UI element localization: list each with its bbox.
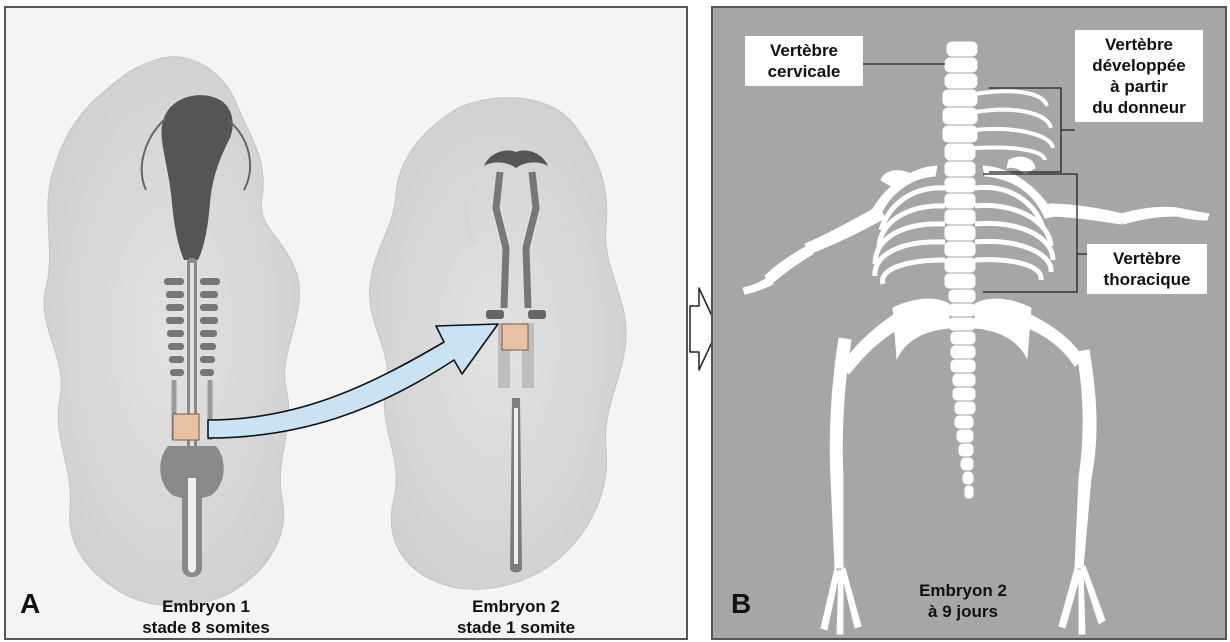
label-donor-vertebra: Vertèbre développée à partir du donneur: [1075, 30, 1203, 122]
right-tibia: [1077, 350, 1096, 478]
left-wing-humerus: [805, 206, 885, 254]
left-tarsus: [831, 478, 843, 568]
right-wing-forearm: [1121, 207, 1177, 224]
embryo-2-somite-left: [486, 310, 504, 319]
right-toes: [1059, 566, 1105, 634]
thoracic-vertebrae: [945, 162, 975, 288]
lumbar-vertebrae: [949, 290, 975, 498]
embryo-2-blastoderm: [370, 98, 627, 590]
embryo-1-caption: Embryon 1 stade 8 somites: [96, 596, 316, 638]
panel-b-letter: B: [731, 588, 751, 620]
label-cervical-vertebra: Vertèbre cervicale: [745, 36, 863, 86]
cervical-vertebrae: [943, 42, 977, 160]
left-wing-forearm: [765, 246, 813, 284]
left-toes: [821, 568, 861, 634]
right-femur: [1023, 314, 1083, 366]
label-thoracic-vertebra: Vertèbre thoracique: [1087, 244, 1207, 294]
right-wing-humerus: [1047, 204, 1123, 224]
panel-b-skeleton-result: Vertèbre cervicale Vertèbre développée à…: [711, 6, 1227, 640]
chick-skeleton: [743, 42, 1209, 634]
embryo-2-somite-right: [528, 310, 546, 319]
donor-graft-square: [173, 414, 199, 440]
embryo-1-streak: [188, 478, 196, 573]
recipient-graft-square: [502, 324, 528, 350]
left-tibia: [830, 338, 851, 478]
embryo-2-caption: Embryon 2 stade 1 somite: [406, 596, 626, 638]
panel-a-drawing: [6, 8, 690, 642]
panel-b-caption: Embryon 2 à 9 jours: [873, 580, 1053, 622]
donor-derived-ribs: [975, 91, 1053, 160]
right-wing-hand: [1177, 208, 1209, 220]
panel-a-graft-experiment: A Embryon 1 stade 8 somites Embryon 2 st…: [4, 6, 688, 640]
left-wing-hand: [743, 278, 773, 294]
embryo-2-streak-groove: [514, 408, 518, 564]
right-tarsus: [1075, 478, 1091, 568]
panel-a-letter: A: [20, 588, 40, 620]
